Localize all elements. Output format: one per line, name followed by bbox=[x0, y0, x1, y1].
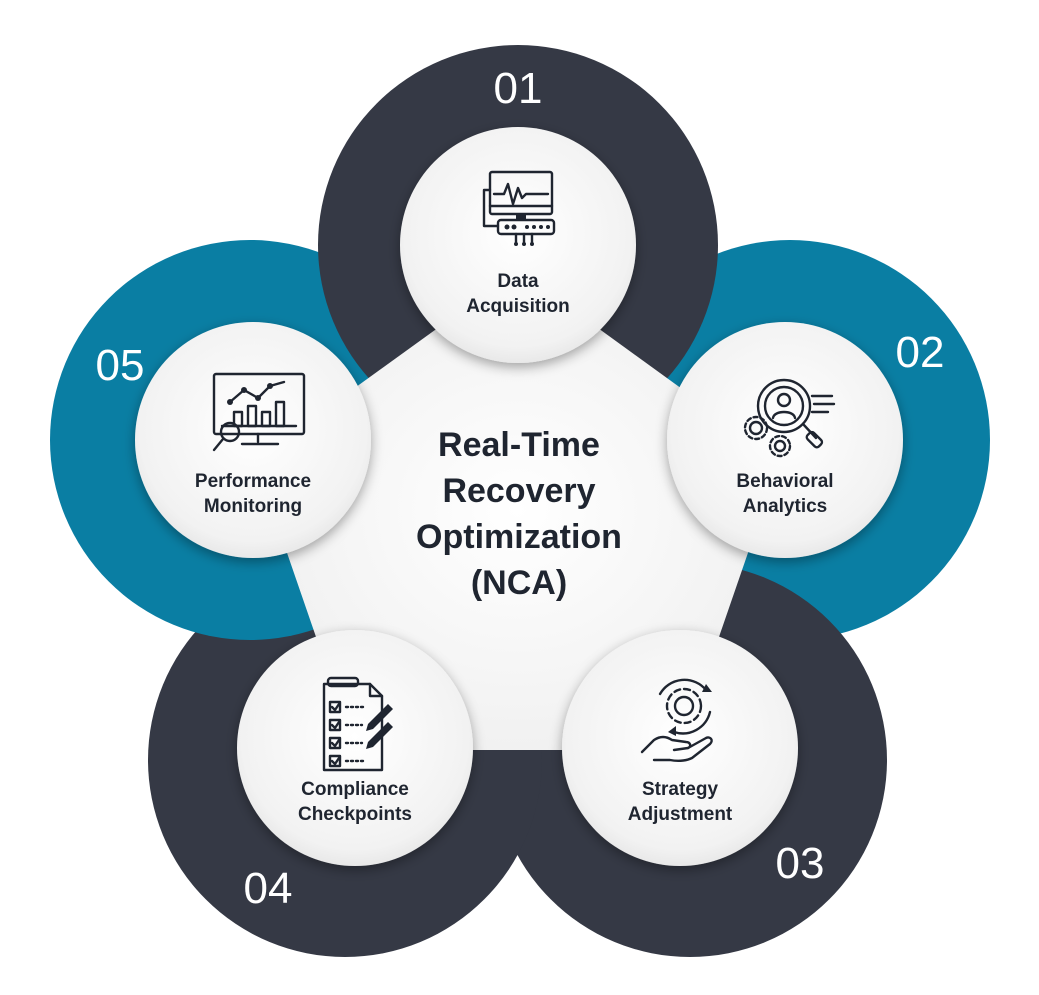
step-circle-01 bbox=[400, 127, 636, 363]
step-number-02: 02 bbox=[896, 328, 945, 377]
step-label-05-line1: Performance bbox=[195, 471, 311, 492]
step-number-03: 03 bbox=[776, 839, 825, 888]
chart-monitor-icon bbox=[212, 372, 306, 452]
user-magnifier-gears-icon bbox=[743, 378, 836, 458]
step-number-05: 05 bbox=[96, 341, 145, 390]
step-circle-04 bbox=[237, 630, 473, 866]
step-circle-02 bbox=[667, 322, 903, 558]
step-label-05-line2: Monitoring bbox=[204, 496, 302, 517]
step-circle-05 bbox=[135, 322, 371, 558]
step-number-01: 01 bbox=[494, 64, 543, 113]
step-label-02-line1: Behavioral bbox=[736, 471, 833, 492]
center-title-line3: Optimization bbox=[416, 518, 622, 556]
step-label-01-line2: Acquisition bbox=[466, 296, 569, 317]
step-label-04-line2: Checkpoints bbox=[298, 804, 412, 825]
step-label-03-line1: Strategy bbox=[642, 779, 718, 800]
monitor-waveform-icon bbox=[482, 170, 556, 246]
step-label-03-line2: Adjustment bbox=[628, 804, 733, 825]
hand-gear-icon bbox=[640, 678, 713, 763]
step-label-02-line2: Analytics bbox=[743, 496, 827, 517]
center-title-line2: Recovery bbox=[442, 472, 595, 510]
center-title-line1: Real-Time bbox=[438, 426, 600, 464]
center-title-line4: (NCA) bbox=[471, 564, 567, 602]
step-label-01-line1: Data bbox=[497, 271, 539, 292]
step-label-04-line1: Compliance bbox=[301, 779, 409, 800]
checklist-pen-icon bbox=[322, 676, 393, 772]
center-pentagon bbox=[255, 270, 780, 750]
step-number-04: 04 bbox=[244, 864, 293, 913]
